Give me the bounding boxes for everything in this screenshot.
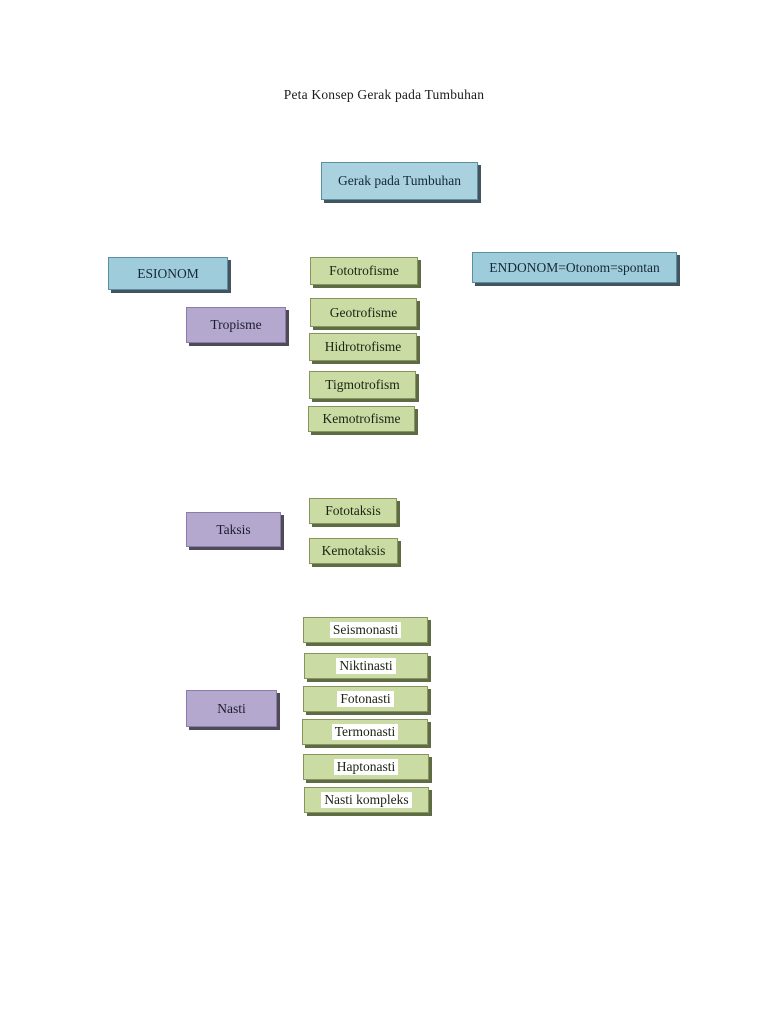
node-geotrofisme: Geotrofisme bbox=[310, 298, 417, 327]
node-niktinasti: Niktinasti bbox=[304, 653, 428, 679]
node-label: Gerak pada Tumbuhan bbox=[338, 173, 461, 188]
node-label: Taksis bbox=[216, 521, 251, 537]
node-label: Tigmotrofism bbox=[325, 377, 400, 392]
node-label: ENDONOM=Otonom=spontan bbox=[489, 259, 660, 275]
node-nasti-kompleks: Nasti kompleks bbox=[304, 787, 429, 813]
node-seismonasti: Seismonasti bbox=[303, 617, 428, 643]
node-hidrotrofisme: Hidrotrofisme bbox=[309, 333, 417, 361]
node-kemotaksis: Kemotaksis bbox=[309, 538, 398, 564]
node-label: ESIONOM bbox=[137, 265, 199, 281]
node-fotonasti: Fotonasti bbox=[303, 686, 428, 712]
node-tigmotrofism: Tigmotrofism bbox=[309, 371, 416, 399]
node-label: Kemotrofisme bbox=[322, 411, 401, 426]
node-taksis: Taksis bbox=[186, 512, 281, 547]
node-label: Fotonasti bbox=[337, 691, 394, 707]
node-label: Tropisme bbox=[210, 317, 262, 332]
node-esionom: ESIONOM bbox=[108, 257, 228, 290]
node-label: Fototrofisme bbox=[329, 263, 399, 278]
node-label: Nasti bbox=[217, 700, 246, 716]
node-fototaksis: Fototaksis bbox=[309, 498, 397, 524]
node-label: Geotrofisme bbox=[329, 304, 398, 320]
node-label: Nasti kompleks bbox=[321, 792, 412, 808]
node-label: Niktinasti bbox=[336, 658, 396, 674]
node-label: Fototaksis bbox=[325, 503, 381, 518]
node-haptonasti: Haptonasti bbox=[303, 754, 429, 780]
node-fototrofisme: Fototrofisme bbox=[310, 257, 418, 285]
node-kemotrofisme: Kemotrofisme bbox=[308, 406, 415, 432]
node-tropisme: Tropisme bbox=[186, 307, 286, 343]
node-termonasti: Termonasti bbox=[302, 719, 428, 745]
node-label: Hidrotrofisme bbox=[324, 339, 402, 354]
node-label: Haptonasti bbox=[333, 759, 399, 775]
node-label: Kemotaksis bbox=[321, 543, 386, 558]
node-endonom: ENDONOM=Otonom=spontan bbox=[472, 252, 677, 283]
page-title: Peta Konsep Gerak pada Tumbuhan bbox=[283, 87, 485, 102]
node-gerak-pada-tumbuhan: Gerak pada Tumbuhan bbox=[321, 162, 478, 200]
node-label: Seismonasti bbox=[329, 622, 402, 638]
node-nasti: Nasti bbox=[186, 690, 277, 727]
node-label: Termonasti bbox=[331, 724, 399, 740]
